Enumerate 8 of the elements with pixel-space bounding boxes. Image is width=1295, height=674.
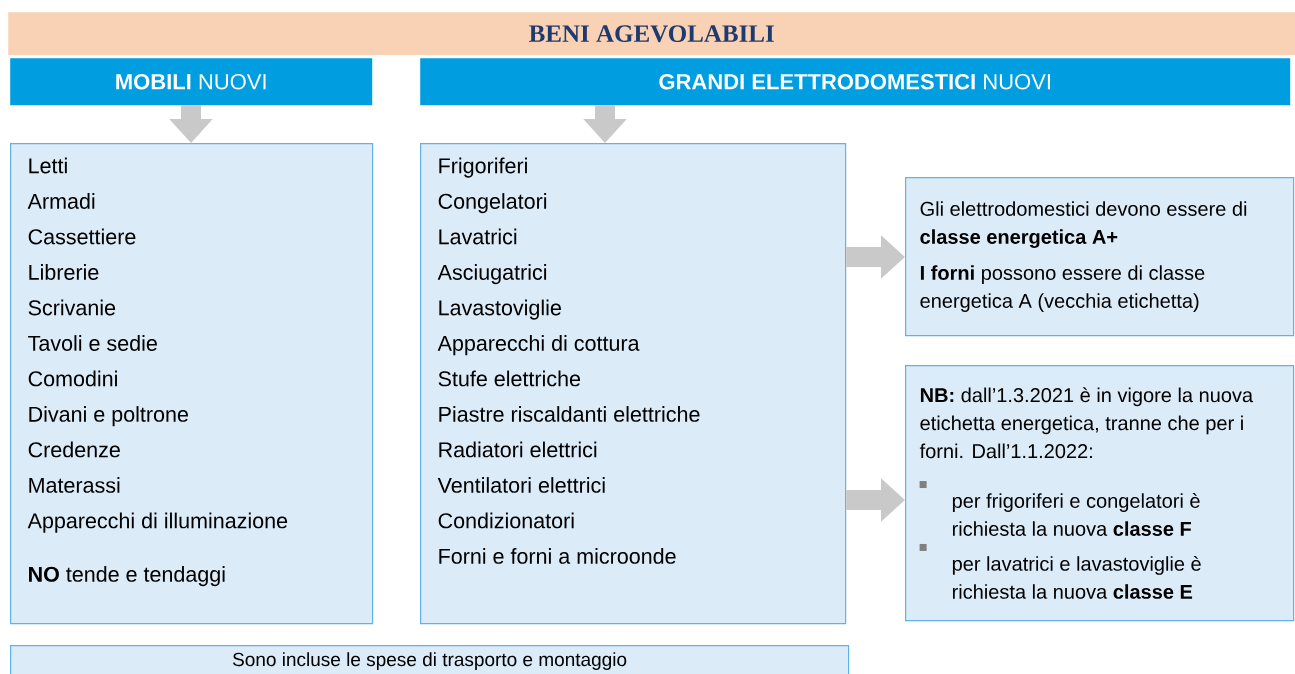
title-band: BENI AGEVOLABILI [8,12,1295,56]
note-box: NB: dall’1.3.2021 è in vigore la nuova etichetta energetica, tranne che per i forni. Dall’1.1.2022: per frigoriferi e congelatori è richiesta la nuova classe F per lavatrici e lavastoviglie è richiesta la nuova classe E [905,365,1295,622]
note-box: Gli elettrodomestici devono essere di classe energetica A+ I forni possono essere di classe energetica A (vecchia etichetta) [905,177,1295,337]
header-band: MOBILI NUOVI [10,58,373,106]
list-box: Letti Armadi Cassettiere Librerie Scrivanie Tavoli e sedie Comodini Divani e poltrone Credenze Materassi Apparecchi di illuminazione NO tende e tendaggi [10,143,374,625]
list-box: Frigoriferi Congelatori Lavatrici Asciugatrici Lavastoviglie Apparecchi di cottura Stufe elettriche Piastre riscaldanti elettriche Radiatori elettrici Ventilatori elettrici Condizionatori Forni e forni a microonde [420,143,847,625]
header-band: GRANDI ELETTRODOMESTICI NUOVI [420,58,1291,106]
footer-box: Sono incluse le spese di trasporto e montaggio [10,645,850,674]
